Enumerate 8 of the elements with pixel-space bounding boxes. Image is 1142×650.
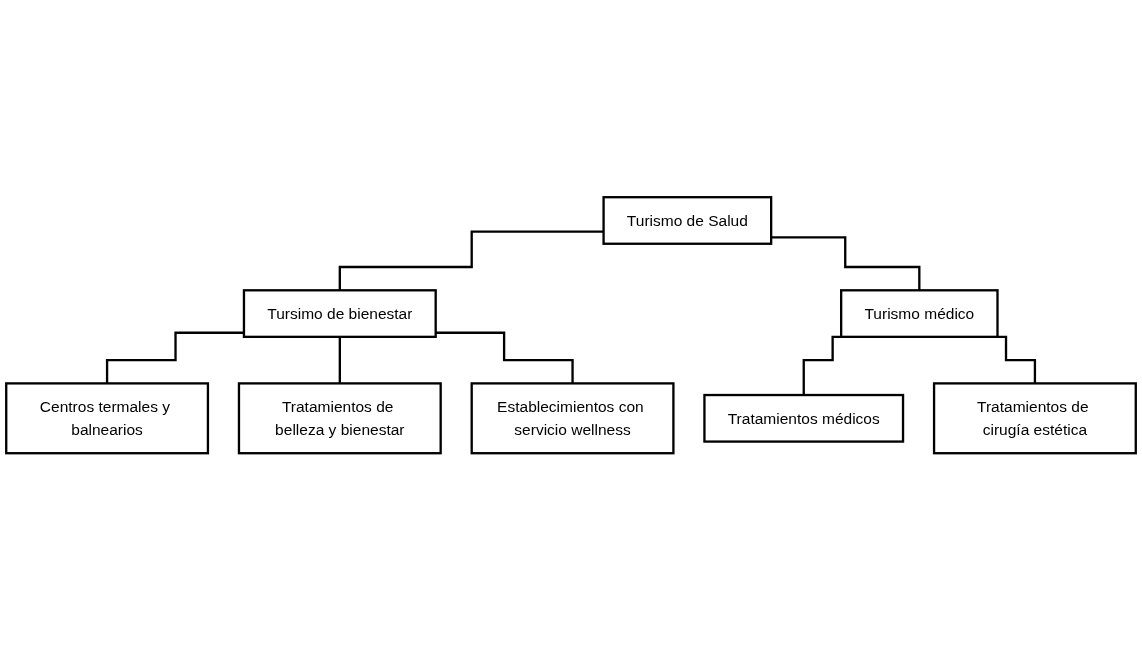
node-box: Tratamientos de cirugía estética <box>932 382 1137 455</box>
node-box: Tursimo de bienestar <box>242 288 437 338</box>
node-box: Establecimientos con servicio wellness <box>470 382 675 455</box>
node-box: Centros termales y balnearios <box>5 382 210 455</box>
node-box: Turismo de Salud <box>602 195 773 245</box>
node-box: Tratamientos de belleza y bienestar <box>237 382 442 455</box>
node-box: Tratamientos médicos <box>703 393 905 443</box>
node-box: Turismo médico <box>840 288 999 338</box>
